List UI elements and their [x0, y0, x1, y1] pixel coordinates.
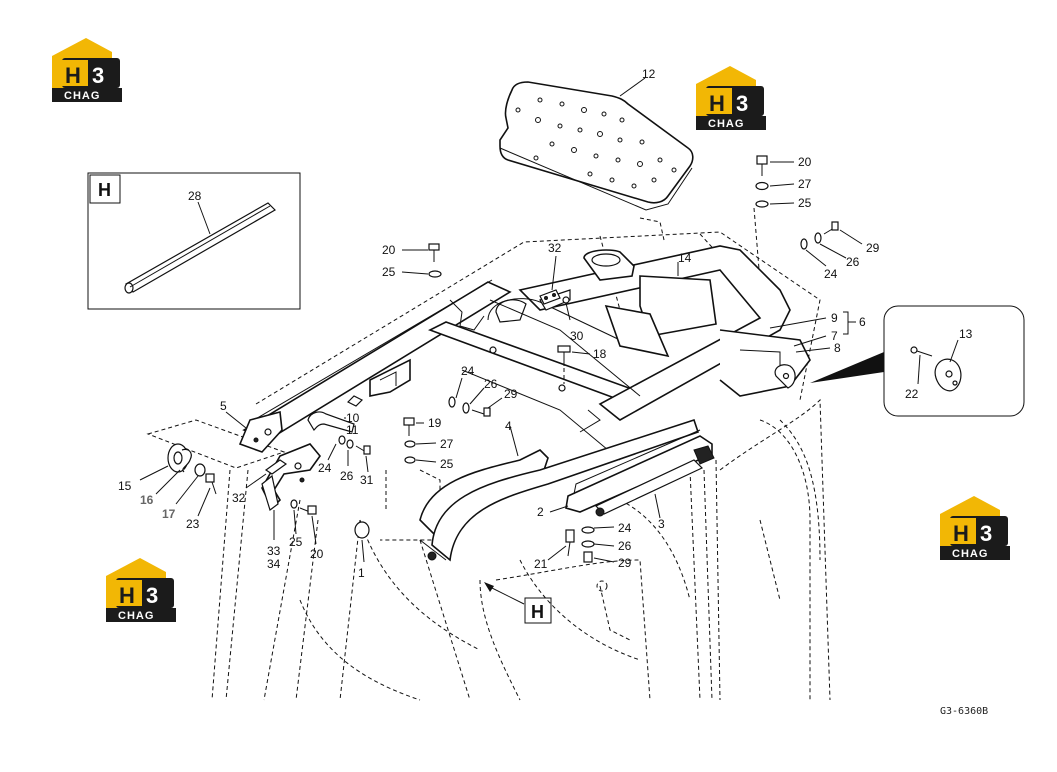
logo-top-center: H 3 CHAG — [696, 66, 766, 130]
callout-33: 33 — [267, 544, 281, 558]
bolt-set-lower-right: 21 24 26 29 — [534, 521, 632, 571]
logo-text: CHAG — [952, 548, 988, 560]
bolt-set-upper-right: 24 26 29 — [800, 221, 880, 281]
pin-part-22 — [910, 346, 933, 357]
callout-30: 30 — [570, 329, 584, 343]
callout-19: 19 — [428, 416, 442, 430]
hook-part-10: 10 11 — [307, 395, 364, 437]
callout-7: 7 — [831, 329, 838, 343]
bolt-part-20-lower: 25 20 — [289, 499, 324, 561]
logo-mark-h: H — [65, 63, 81, 88]
callout-15: 15 — [118, 479, 132, 493]
callout-16: 16 — [140, 493, 154, 507]
logo-top-left: H 3 CHAG — [52, 38, 122, 102]
plate-part-32-lower: 32 — [232, 459, 288, 505]
floor-plate-part-12: 12 — [499, 67, 694, 211]
bolt-part-18: 18 — [557, 345, 607, 384]
bolt-part-19: 19 27 25 — [403, 416, 454, 471]
bolt-set-middle: 24 26 29 — [448, 364, 518, 417]
callout-29: 29 — [618, 556, 632, 570]
callout-24: 24 — [461, 364, 475, 378]
rod-part-28 — [124, 202, 276, 294]
logo-text: CHAG — [64, 90, 100, 102]
callout-17: 17 — [162, 507, 176, 521]
bracket-part-13 — [934, 358, 962, 392]
callout-25: 25 — [289, 535, 303, 549]
callout-20: 20 — [382, 243, 396, 257]
logo-mark-3: 3 — [980, 521, 992, 546]
callout-22: 22 — [905, 387, 919, 401]
callout-6: 6 — [859, 315, 866, 329]
callout-2: 2 — [537, 505, 544, 519]
logo-mark-h: H — [953, 521, 969, 546]
callout-32: 32 — [232, 491, 246, 505]
screw-part-30: 30 — [562, 296, 584, 343]
slide-rail-part-3: 3 — [594, 445, 715, 531]
callout-26: 26 — [340, 469, 354, 483]
callout-8: 8 — [834, 341, 841, 355]
logo-mark-h: H — [119, 583, 135, 608]
callout-3: 3 — [658, 517, 665, 531]
callout-25: 25 — [798, 196, 812, 210]
callout-26: 26 — [846, 255, 860, 269]
callout-24: 24 — [618, 521, 632, 535]
detail-box-h: H 28 — [87, 172, 301, 310]
detail-box-h-label: H — [98, 180, 111, 200]
callout-29: 29 — [866, 241, 880, 255]
callout-4: 4 — [505, 419, 512, 433]
callout-32: 32 — [548, 241, 562, 255]
detail-h-callout: H — [484, 582, 552, 624]
callout-24: 24 — [318, 461, 332, 475]
main-frame-part-14: 14 — [242, 245, 811, 461]
callout-13: 13 — [959, 327, 973, 341]
logo-mark-h: H — [709, 91, 725, 116]
callout-14: 14 — [678, 251, 692, 265]
bolt-part-20-upper-mid: 20 25 — [382, 243, 442, 279]
callout-27: 27 — [440, 437, 454, 451]
callout-29: 29 — [504, 387, 518, 401]
callout-27: 27 — [798, 177, 812, 191]
callout-34: 34 — [267, 557, 281, 571]
cap-part-1: 1 — [354, 521, 370, 580]
rail-part-5: 5 — [220, 399, 283, 453]
detail-inset-bracket: 13 22 — [810, 305, 1025, 417]
callout-9: 9 — [831, 311, 838, 325]
callout-18: 18 — [593, 347, 607, 361]
callout-25: 25 — [440, 457, 454, 471]
roller-set-15-17: 15 16 17 23 — [118, 443, 217, 531]
detail-h-callout-label: H — [531, 602, 544, 622]
callout-26: 26 — [484, 377, 498, 391]
callout-31: 31 — [360, 473, 374, 487]
drawing-reference-code: G3-6360B — [940, 706, 988, 717]
callout-group-6-9: 9 7 8 6 — [769, 311, 866, 355]
callout-12: 12 — [642, 67, 656, 81]
bolt-set-left-middle: 24 26 31 — [318, 435, 374, 487]
callout-1: 1 — [358, 566, 365, 580]
callout-5: 5 — [220, 399, 227, 413]
logo-mark-3: 3 — [146, 583, 158, 608]
callout-25: 25 — [382, 265, 396, 279]
callout-26: 26 — [618, 539, 632, 553]
callout-10: 10 — [346, 411, 360, 425]
latch-part-33: 33 34 — [261, 443, 322, 571]
logo-bottom-left: H 3 CHAG — [106, 558, 176, 622]
callout-20: 20 — [798, 155, 812, 169]
callout-20: 20 — [310, 547, 324, 561]
bolt-part-20-upper-right: 20 27 25 — [755, 155, 812, 210]
logo-text: CHAG — [118, 610, 154, 622]
callout-23: 23 — [186, 517, 200, 531]
logo-text: CHAG — [708, 118, 744, 130]
logo-right: H 3 CHAG — [940, 496, 1010, 560]
callout-11: 11 — [346, 423, 359, 437]
rail-part-4: 4 — [419, 418, 700, 562]
callout-24: 24 — [824, 267, 838, 281]
logo-mark-3: 3 — [92, 63, 104, 88]
callout-21: 21 — [534, 557, 548, 571]
callout-28: 28 — [188, 189, 202, 203]
plate-part-32-upper: 32 — [539, 241, 562, 305]
logo-mark-3: 3 — [736, 91, 748, 116]
